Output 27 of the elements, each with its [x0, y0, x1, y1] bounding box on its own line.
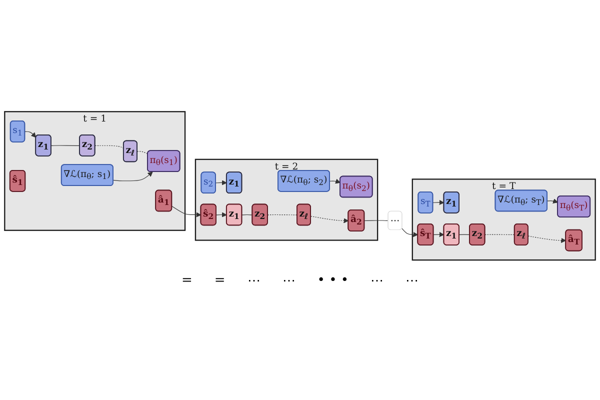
connector — [242, 214, 253, 216]
connector — [94, 145, 124, 149]
arrow — [310, 216, 349, 224]
arrow — [24, 132, 36, 138]
connector — [364, 220, 389, 222]
arrow — [216, 212, 227, 218]
arrow — [432, 200, 444, 206]
connector — [459, 234, 470, 236]
note-text: ⋯ — [370, 272, 385, 289]
arrow — [547, 198, 558, 204]
arrow — [172, 206, 202, 218]
connector — [484, 234, 515, 236]
arrow — [112, 172, 153, 182]
note-text: • • • — [316, 272, 350, 289]
connector — [137, 151, 148, 154]
note-text: ⋯ — [246, 272, 262, 289]
arrow — [330, 178, 341, 184]
arrow — [402, 228, 418, 238]
arrow — [216, 180, 227, 186]
arrow — [433, 232, 444, 238]
connector — [267, 214, 298, 216]
arrow — [528, 236, 566, 244]
note-text: ⋯ — [404, 272, 420, 289]
note-text: ⋯ — [281, 272, 296, 289]
note-text: = — [213, 272, 226, 289]
connector — [50, 145, 80, 146]
note-text: = — [180, 272, 194, 289]
